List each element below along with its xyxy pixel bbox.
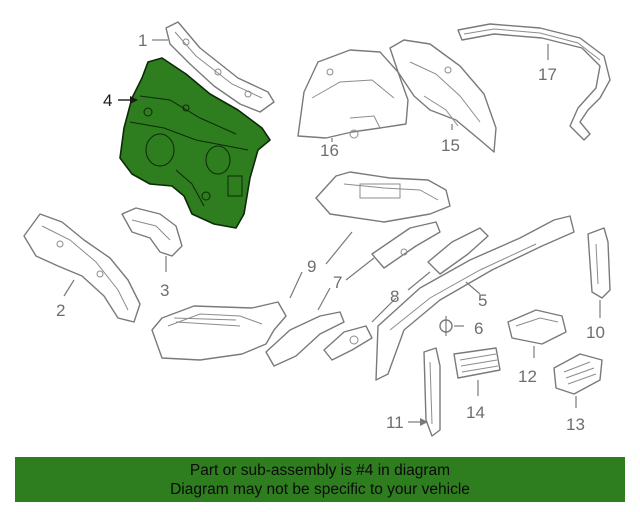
part-12-housing[interactable] <box>507 309 567 345</box>
part-16-wheelhouse-left[interactable] <box>297 49 409 139</box>
callout-9[interactable]: 9 <box>307 257 316 276</box>
callout-12[interactable]: 12 <box>518 367 537 386</box>
part-5-side-rail[interactable] <box>375 215 575 381</box>
parts-diagram: 1 4 16 15 17 <box>23 21 611 437</box>
part-13-vent[interactable] <box>553 353 603 395</box>
callout-2[interactable]: 2 <box>56 301 65 320</box>
callout-15[interactable]: 15 <box>441 136 460 155</box>
callout-5[interactable]: 5 <box>478 291 487 310</box>
leader-4-arrowhead <box>130 96 138 104</box>
callout-1[interactable]: 1 <box>138 31 147 50</box>
callout-16[interactable]: 16 <box>320 141 339 160</box>
part-4-dash-panel[interactable] <box>119 57 271 229</box>
callout-3[interactable]: 3 <box>160 281 169 300</box>
banner-line-2: Diagram may not be specific to your vehi… <box>170 481 470 498</box>
callout-6[interactable]: 6 <box>474 319 483 338</box>
callout-11[interactable]: 11 <box>386 413 404 432</box>
part-1-cowl-rail[interactable] <box>165 21 275 113</box>
leader-8 <box>371 271 431 323</box>
callout-7[interactable]: 7 <box>333 273 342 292</box>
part-14-filter[interactable] <box>453 347 501 379</box>
part-8-bracket[interactable] <box>323 227 489 361</box>
part-10-bracket[interactable] <box>587 227 611 299</box>
part-7-channel-bracket[interactable] <box>265 221 441 367</box>
callout-4[interactable]: 4 <box>103 91 112 110</box>
part-17-trim-strip[interactable] <box>457 23 611 141</box>
banner-line-1: Part or sub-assembly is #4 in diagram <box>189 462 451 479</box>
notice-banner: Part or sub-assembly is #4 in diagram Di… <box>15 457 625 502</box>
part-15-wheelhouse-right[interactable] <box>389 39 497 153</box>
callout-14[interactable]: 14 <box>466 403 485 422</box>
part-11-post[interactable] <box>423 347 441 437</box>
callout-17[interactable]: 17 <box>538 65 557 84</box>
part-9-lower-trough[interactable] <box>151 301 287 361</box>
callout-8[interactable]: 8 <box>390 287 399 306</box>
leader-7 <box>317 257 375 311</box>
part-9-cowl-panel[interactable] <box>315 171 451 223</box>
leader-2 <box>63 279 75 297</box>
callout-10[interactable]: 10 <box>586 323 605 342</box>
part-6-clip[interactable] <box>439 316 453 336</box>
leader-9 <box>289 231 353 299</box>
part-2-frame-rail[interactable] <box>23 213 141 323</box>
part-3-bracket[interactable] <box>121 207 183 257</box>
leader-5 <box>465 281 481 295</box>
callout-13[interactable]: 13 <box>566 415 585 434</box>
leader-11-arrowhead <box>420 418 428 426</box>
